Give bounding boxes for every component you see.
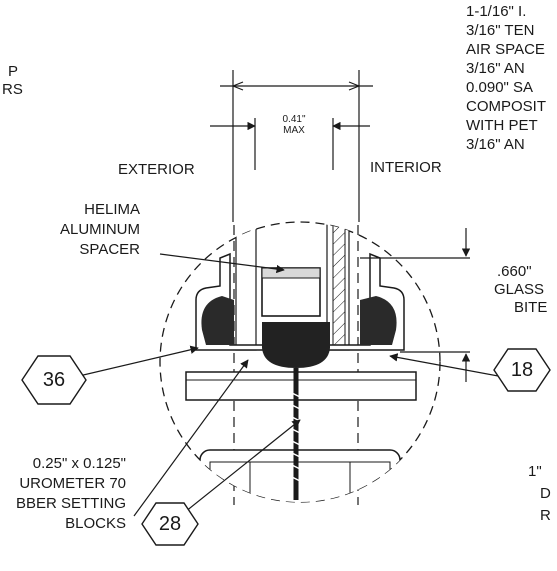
bite-dimension [360, 228, 471, 382]
setting-block-label-line: BBER SETTING [15, 495, 126, 512]
bite-label-line: BITE [514, 299, 548, 316]
gap-dimension-note: MAX [283, 125, 305, 136]
bite-label-line: .660" [497, 263, 532, 280]
spec-line: 3/16" AN [466, 60, 525, 77]
left-fragment: P [8, 63, 19, 80]
callout-28-label: 28 [158, 513, 182, 535]
spec-line: 1-1/16" I. [466, 3, 527, 20]
exterior-label: EXTERIOR [118, 161, 195, 178]
spec-line: 3/16" TEN [466, 22, 535, 39]
overall-dimension [220, 70, 373, 222]
frame-base [185, 371, 417, 401]
callout-36-hexagon [21, 355, 87, 405]
setting-block-shape [262, 322, 330, 368]
setting-block-label-line: 0.25" x 0.125" [32, 455, 126, 472]
right-fragment: 1" [528, 463, 542, 480]
gap-dimension [210, 118, 370, 170]
spec-line: WITH PET [466, 117, 538, 134]
interlayer-hatch [332, 222, 346, 351]
detail-circle [159, 221, 441, 503]
interior-gasket [360, 296, 397, 345]
spec-line: AIR SPACE [466, 41, 545, 58]
spacer-label-line: HELIMA [84, 201, 140, 218]
spec-line: 3/16" AN [466, 136, 525, 153]
exterior-gasket [201, 296, 234, 345]
right-fragment: D [540, 485, 551, 502]
spacer-label-line: ALUMINUM [59, 221, 140, 238]
spec-line: 0.090" SA [466, 79, 534, 96]
setting-block-label-line: BLOCKS [65, 515, 126, 532]
interior-label: INTERIOR [370, 159, 442, 176]
callout-36-label: 36 [42, 369, 66, 391]
spacer-label-line: SPACER [79, 241, 140, 258]
callout-28-hexagon [141, 502, 199, 546]
right-fragment: R [540, 507, 551, 524]
callout-18-hexagon [493, 348, 551, 392]
gap-dimension-value: 0.41" [282, 114, 306, 125]
setting-block-label-line: UROMETER 70 [19, 475, 126, 492]
left-fragment: RS [2, 81, 23, 98]
spec-line: COMPOSIT [466, 98, 547, 115]
exterior-lite [235, 222, 257, 351]
bite-label-line: GLASS [494, 281, 545, 298]
callout-18-label: 18 [510, 359, 534, 381]
